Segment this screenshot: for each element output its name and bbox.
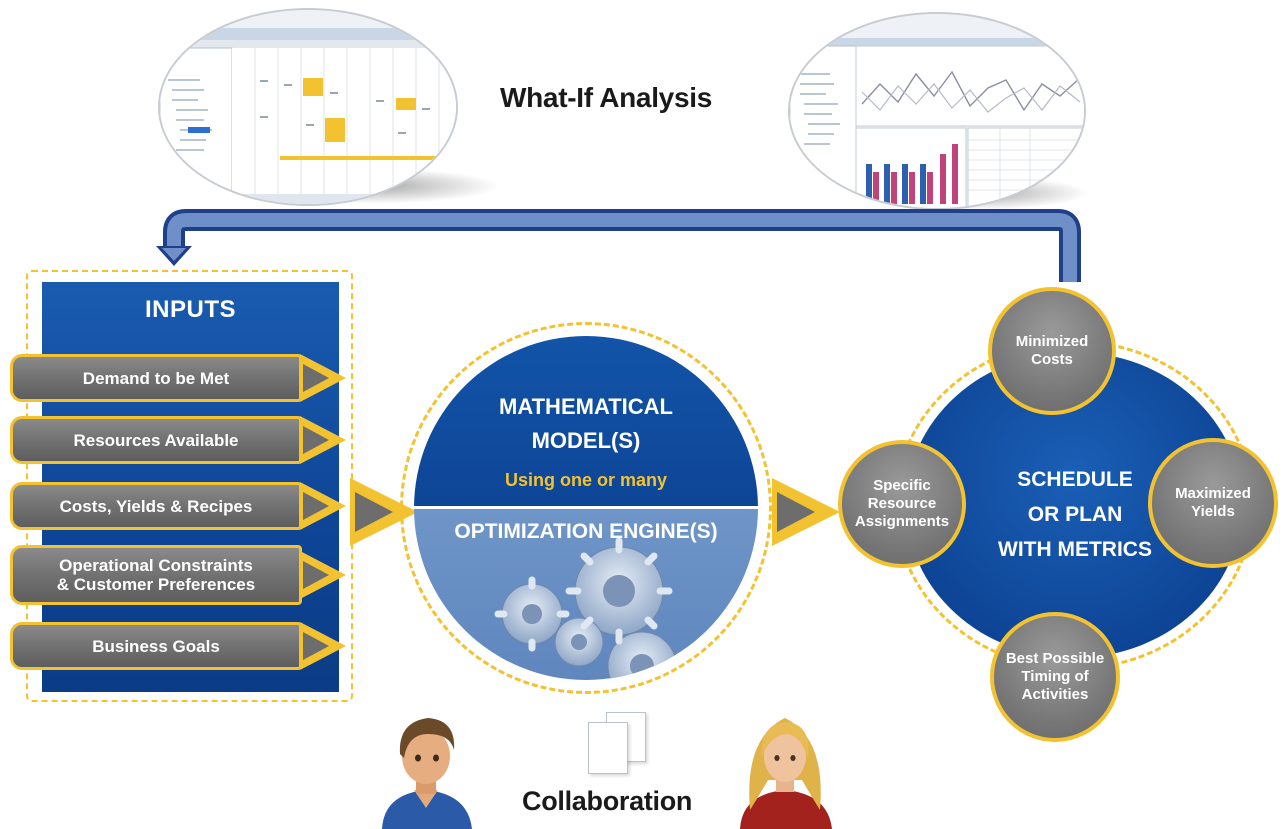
inputs-title: INPUTS [144,296,236,323]
collaboration-label: Collaboration [522,786,693,816]
input-item-costs: Costs, Yields & Recipes [10,482,302,530]
model-divider [414,506,758,509]
schedule-line1: SCHEDULE [1017,468,1133,491]
metric-minimized-costs: Minimized Costs [988,287,1116,415]
input-item-demand: Demand to be Met [10,354,302,402]
input-arrow-inner-icon [303,492,329,520]
model-subtitle: Using one or many [504,470,668,490]
schedule-line2: OR PLAN [1027,503,1123,526]
model-circle [414,336,758,680]
gears-icon [494,537,677,680]
document-front [588,722,628,774]
spreadsheet-screenshot [158,8,458,206]
input-item-goals: Business Goals [10,622,302,670]
input-item-resources: Resources Available [10,416,302,464]
engine-title: OPTIMIZATION ENGINE(S) [454,520,718,543]
female-user-icon [740,718,832,829]
model-to-schedule-arrow-inner-icon [777,492,815,532]
input-arrow-inner-icon [303,561,329,589]
model-title-line2: MODEL(S) [531,428,641,453]
input-arrow-inner-icon [303,426,329,454]
metric-specific-resource-assignments: Specific Resource Assignments [838,440,966,568]
male-user-icon [382,718,472,829]
model-title-line1: MATHEMATICAL [499,394,673,419]
what-if-title: What-If Analysis [500,82,712,113]
spreadsheet-screenshot-drawing [160,10,456,204]
schedule-line3: WITH METRICS [998,538,1152,561]
input-arrow-inner-icon [303,632,329,660]
model-circle-ring [400,322,772,694]
input-arrow-inner-icon [303,364,329,392]
inputs-to-model-arrow-inner-icon [355,492,393,532]
metric-best-timing: Best Possible Timing of Activities [990,612,1120,742]
metric-maximized-yields: Maximized Yields [1148,438,1278,568]
input-item-constraints: Operational Constraints & Customer Prefe… [10,545,302,605]
